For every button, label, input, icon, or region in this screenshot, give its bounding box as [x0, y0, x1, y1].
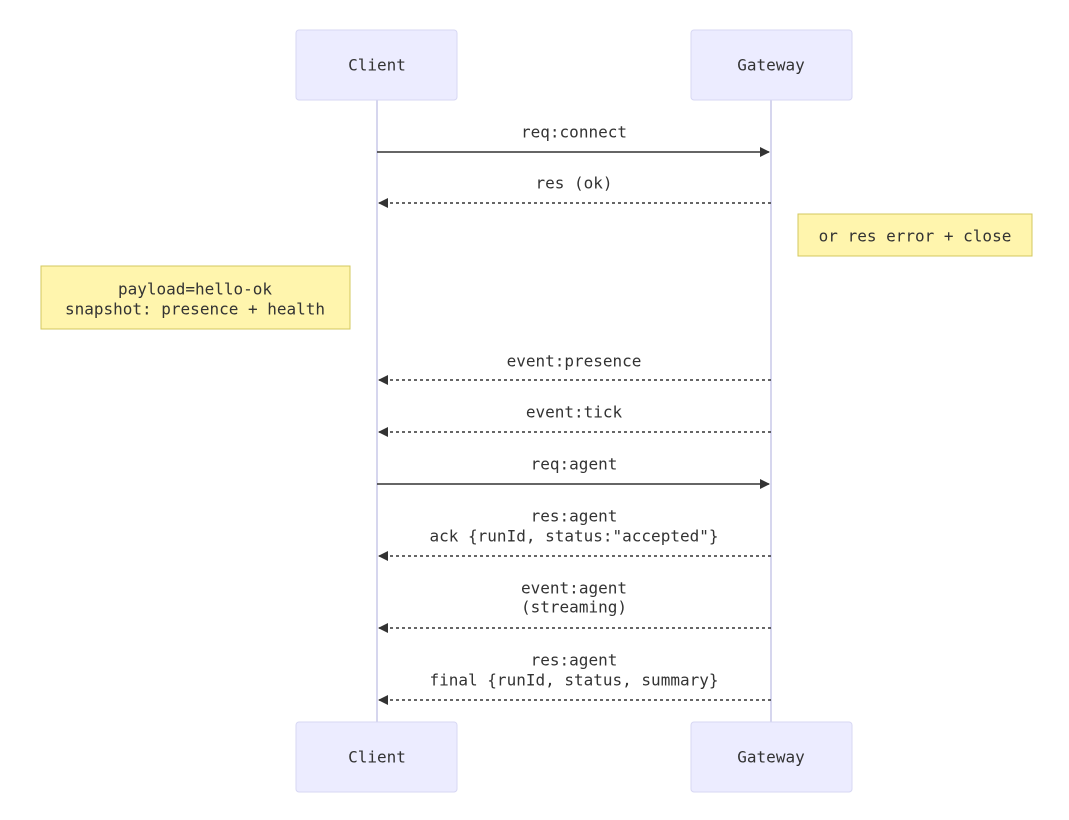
gateway-actor-top-label: Gateway [737, 56, 805, 75]
client-actor-bottom: Client [295, 721, 458, 793]
gateway-actor-top: Gateway [690, 29, 853, 101]
client-actor-top-label: Client [348, 56, 406, 75]
message-event-agent: event:agent (streaming) [378, 579, 771, 633]
message-label-line-1: res:agent [531, 507, 618, 526]
message-label: req:connect [521, 123, 627, 142]
message-event-presence: event:presence [378, 352, 771, 385]
client-actor-bottom-label: Client [348, 748, 406, 767]
gateway-actor-bottom-label: Gateway [737, 748, 805, 767]
message-label-line-1: event:agent [521, 579, 627, 598]
message-label: event:presence [507, 352, 642, 371]
message-label-line-2: (streaming) [521, 598, 627, 617]
client-actor-top: Client [295, 29, 458, 101]
message-label-line-2: final {runId, status, summary} [430, 671, 719, 690]
message-res-agent-ack: res:agent ack {runId, status:"accepted"} [378, 507, 771, 561]
note-error-close-text: or res error + close [819, 227, 1012, 246]
message-res-ok: res (ok) [378, 174, 771, 208]
note-error-close: or res error + close [797, 213, 1033, 257]
note-hello-ok: payload=hello-ok snapshot: presence + he… [40, 265, 351, 330]
message-req-agent: req:agent [377, 455, 770, 489]
message-label: req:agent [531, 455, 618, 474]
message-label-line-2: ack {runId, status:"accepted"} [430, 527, 719, 546]
message-label-line-1: res:agent [531, 651, 618, 670]
message-label: event:tick [526, 403, 623, 422]
gateway-actor-bottom: Gateway [690, 721, 853, 793]
message-event-tick: event:tick [378, 403, 771, 437]
note-hello-ok-line-2: snapshot: presence + health [65, 300, 325, 319]
message-res-agent-final: res:agent final {runId, status, summary} [378, 651, 771, 705]
note-hello-ok-line-1: payload=hello-ok [118, 280, 272, 299]
message-req-connect: req:connect [377, 123, 770, 157]
message-label: res (ok) [535, 174, 612, 193]
